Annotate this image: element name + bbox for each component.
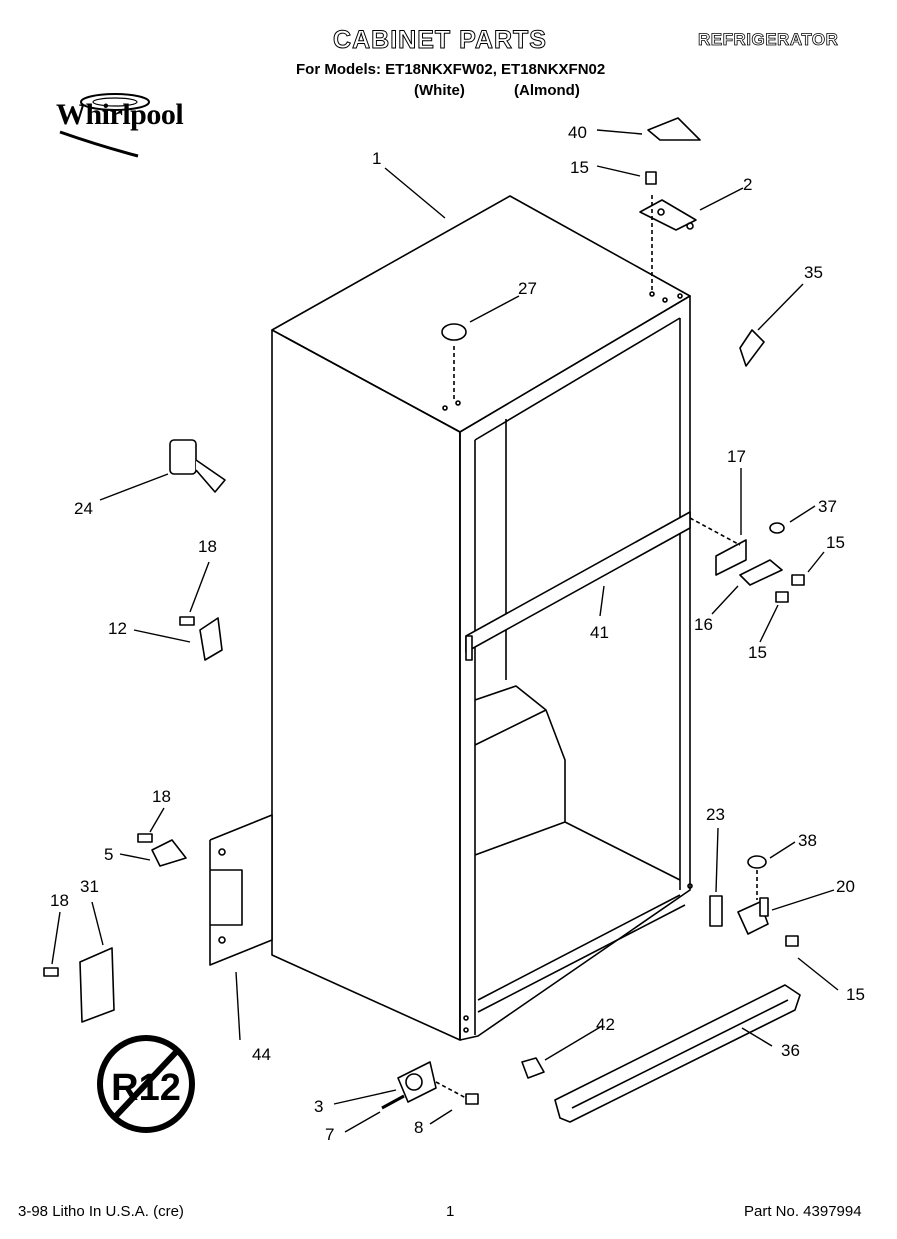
callout-3: 3 xyxy=(314,1097,323,1116)
footer-part-number: Part No. 4397994 xyxy=(744,1203,862,1220)
callout-5: 5 xyxy=(104,845,113,864)
footer-litho: 3-98 Litho In U.S.A. (cre) xyxy=(18,1203,184,1220)
callout-1: 1 xyxy=(372,149,381,168)
callout-15-mid: 15 xyxy=(826,533,845,552)
callout-18-a: 18 xyxy=(198,537,217,556)
callout-18-b: 18 xyxy=(152,787,171,806)
callout-31: 31 xyxy=(80,877,99,896)
callout-42: 42 xyxy=(596,1015,615,1034)
r12-badge-icon: R12 xyxy=(97,1035,195,1133)
models-line: For Models: ET18NKXFW02, ET18NKXFN02 xyxy=(296,61,606,78)
callout-18-c: 18 xyxy=(50,891,69,910)
variant-almond: (Almond) xyxy=(514,82,580,99)
callout-15-top: 15 xyxy=(570,158,589,177)
callout-17: 17 xyxy=(727,447,746,466)
category-label: REFRIGERATOR xyxy=(698,30,839,50)
callout-24: 24 xyxy=(74,499,93,518)
callout-38: 38 xyxy=(798,831,817,850)
brand-name: Whirlpool xyxy=(56,98,184,131)
callout-35: 35 xyxy=(804,263,823,282)
callout-27: 27 xyxy=(518,279,537,298)
callout-36: 36 xyxy=(781,1041,800,1060)
footer-page-number: 1 xyxy=(446,1203,455,1220)
callout-37: 37 xyxy=(818,497,837,516)
callout-12: 12 xyxy=(108,619,127,638)
callout-8: 8 xyxy=(414,1118,423,1137)
callout-15-bottom: 15 xyxy=(846,985,865,1004)
whirlpool-logo-icon xyxy=(59,93,150,158)
callout-20: 20 xyxy=(836,877,855,896)
callout-2: 2 xyxy=(743,175,752,194)
variant-white: (White) xyxy=(414,82,465,99)
callout-40: 40 xyxy=(568,123,587,142)
callout-16: 16 xyxy=(694,615,713,634)
callout-41: 41 xyxy=(590,623,609,642)
callout-7: 7 xyxy=(325,1125,334,1144)
callout-23: 23 xyxy=(706,805,725,824)
callout-44: 44 xyxy=(252,1045,271,1064)
callout-15-low: 15 xyxy=(748,643,767,662)
page-title: CABINET PARTS xyxy=(333,26,547,55)
cabinet-shell xyxy=(271,195,693,1041)
